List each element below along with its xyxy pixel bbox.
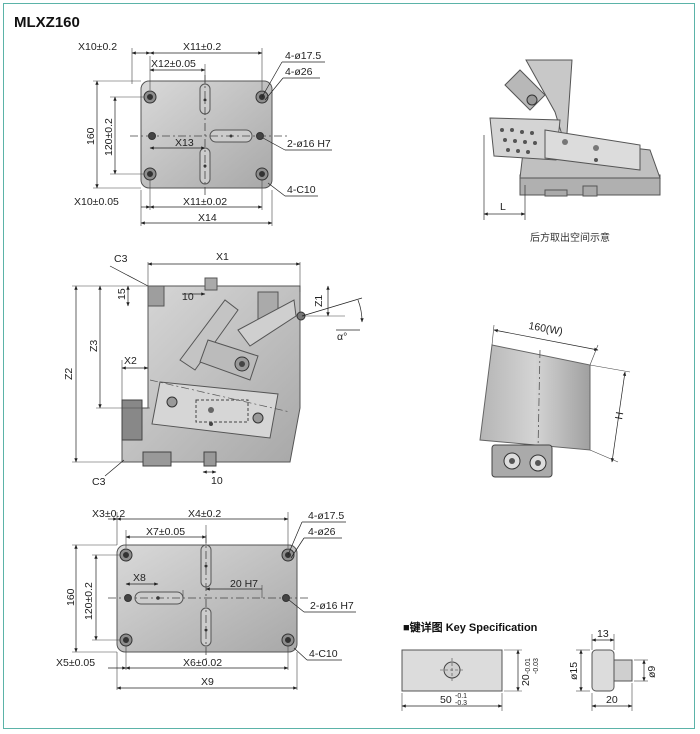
key-side-small	[613, 659, 633, 682]
dim-160w: 160(W)	[528, 320, 564, 338]
dim-x5: X5±0.05	[56, 657, 95, 669]
dim-key-20h-tol-dn: -0.03	[533, 658, 540, 674]
dim-x11-bottom: X11±0.02	[183, 196, 227, 208]
dim-key-50: 50	[440, 694, 452, 706]
dim-120-top: 120±0.2	[103, 118, 115, 156]
top-view: X10±0.2 X11±0.2 X12±0.05 4-ø17.5 4-ø26 2…	[74, 41, 332, 226]
dim-key-d15: ø15	[568, 662, 580, 680]
dim-key-20h-tol-up: -0.01	[525, 658, 532, 674]
bottom-view: X3±0.2 X4±0.2 X7±0.05 4-ø17.5 4-ø26 X8 2…	[56, 508, 356, 690]
dim-15: 15	[116, 288, 128, 300]
dim-x12: X12±0.05	[151, 58, 196, 70]
dim-4-d17-5-bottom: 4-ø17.5	[308, 510, 344, 522]
dim-10-bottom: 10	[211, 475, 223, 487]
dim-h: H	[613, 411, 626, 421]
dim-x3: X3±0.2	[92, 508, 125, 520]
dim-x4: X4±0.2	[188, 508, 221, 520]
dim-160-bottom: 160	[65, 588, 77, 606]
removal-space-caption: 后方取出空间示意	[530, 231, 610, 244]
page-frame	[3, 3, 695, 729]
dim-key-50-tol-up: -0.1	[455, 693, 467, 700]
dim-x7: X7±0.05	[146, 526, 185, 538]
dim-4-c10-top: 4-C10	[287, 184, 316, 196]
dim-z2: Z2	[63, 368, 75, 380]
dim-x8: X8	[133, 572, 146, 584]
dim-x6: X6±0.02	[183, 657, 222, 669]
dim-c3-top: C3	[114, 253, 128, 265]
dim-l: L	[500, 201, 506, 213]
dim-alpha: α°	[337, 331, 347, 343]
dim-120-bottom: 120±0.2	[83, 582, 95, 620]
removal-space-view: L 后方取出空间示意	[483, 59, 661, 244]
dim-2-d16-bottom: 2-ø16 H7	[310, 600, 354, 612]
dim-20-h7: 20 H7	[230, 578, 258, 590]
dim-4-d26-bottom: 4-ø26	[308, 526, 336, 538]
dim-x14: X14	[198, 212, 217, 224]
dim-key-13: 13	[597, 628, 609, 640]
top-plate	[140, 80, 273, 189]
drawing-title: MLXZ160	[14, 14, 80, 31]
key-spec-title: ■键详图 Key Specification	[403, 620, 538, 634]
dim-4-d17-5-top: 4-ø17.5	[285, 50, 321, 62]
dim-x9: X9	[201, 676, 214, 688]
side-view: C3 X1 15 10 Z1 α° Z3 X2 Z2 C3 10	[63, 251, 364, 488]
side-carriage	[151, 381, 279, 439]
dim-x10-top: X10±0.2	[78, 41, 117, 53]
dim-x10-bottom: X10±0.05	[74, 196, 119, 208]
dim-key-d9: ø9	[646, 666, 658, 678]
dim-4-c10-bottom: 4-C10	[309, 648, 338, 660]
isometric-block-view: 160(W) H	[479, 320, 631, 478]
dim-4-d26-top: 4-ø26	[285, 66, 313, 78]
dim-160-top: 160	[85, 127, 97, 145]
key-specification: ■键详图 Key Specification 50 -0.1 -0.3 20 -…	[401, 620, 658, 711]
dim-z3: Z3	[88, 340, 100, 352]
dim-2-d16-top: 2-ø16 H7	[287, 138, 331, 150]
dim-key-50-tol-dn: -0.3	[455, 700, 467, 707]
dim-x11-top: X11±0.2	[183, 41, 221, 53]
dim-key-20h: 20	[520, 674, 532, 686]
dim-x2: X2	[124, 355, 137, 367]
key-side-large	[591, 649, 615, 692]
dim-key-20w: 20	[606, 694, 618, 706]
dim-x1: X1	[216, 251, 229, 263]
dim-z1: Z1	[313, 295, 325, 307]
block-body	[479, 344, 591, 451]
dim-c3-bottom: C3	[92, 476, 106, 488]
dim-10-top: 10	[182, 291, 194, 303]
dim-x13: X13	[175, 137, 194, 149]
